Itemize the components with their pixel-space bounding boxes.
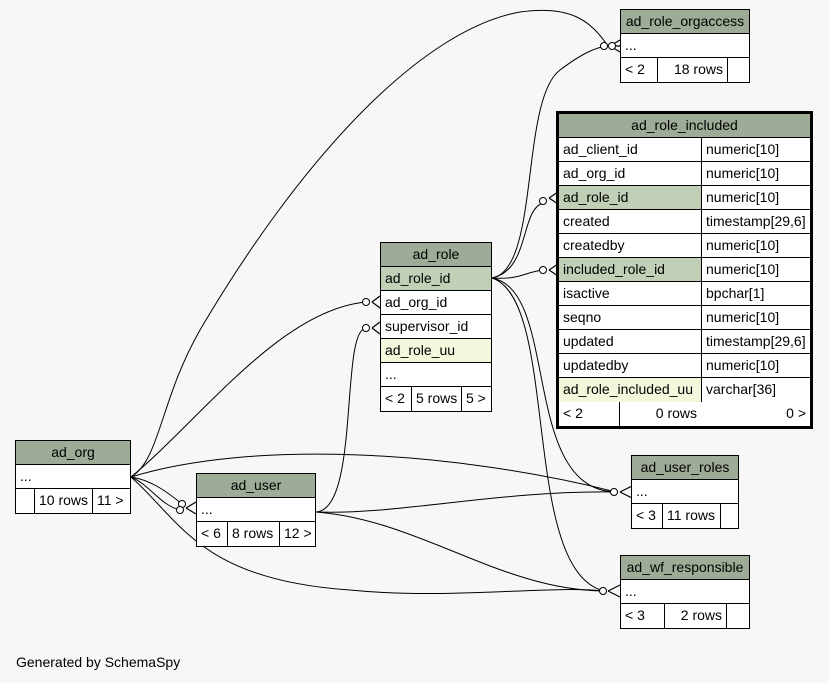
parents-link[interactable]: < 3: [636, 507, 656, 523]
column-type: numeric[10]: [701, 354, 810, 377]
children-link[interactable]: 0 >: [786, 405, 806, 421]
column-name: updatedby: [563, 357, 629, 373]
column-type: numeric[10]: [701, 306, 810, 329]
edge-role-wf: [491, 277, 605, 592]
parents-link[interactable]: < 2: [625, 61, 645, 77]
edge-org-role-orgaccess: [130, 9, 609, 478]
generated-by-label: Generated by SchemaSpy: [16, 654, 181, 670]
edge-role-orgaccess: [491, 45, 609, 279]
column-name: updated: [563, 333, 614, 349]
column-name: ad_role_included_uu: [559, 378, 701, 402]
table-ad-role-orgaccess[interactable]: ad_role_orgaccess ... < 2 18 rows: [620, 9, 750, 83]
column-name: seqno: [563, 309, 602, 325]
column-ellipsis: ...: [625, 583, 637, 599]
children-link[interactable]: [726, 604, 749, 628]
edge-org-user-2: [130, 476, 181, 511]
column-row: created timestamp[29,6]: [559, 210, 810, 234]
column-ad-role-uu: ad_role_uu: [385, 342, 456, 358]
column-name: ad_org_id: [563, 165, 626, 181]
column-type: numeric[10]: [701, 162, 810, 185]
column-ad-role-id: ad_role_id: [385, 270, 451, 286]
column-type: bpchar[1]: [701, 282, 810, 305]
table-ad-user[interactable]: ad_user ... < 6 8 rows 12 >: [196, 473, 316, 547]
row-count: 0 rows: [619, 402, 701, 426]
edge-user-role-supervisor: [315, 327, 367, 513]
edge-org-role: [130, 301, 367, 478]
column-type: numeric[10]: [701, 186, 810, 209]
parents-link[interactable]: < 6: [201, 525, 221, 541]
column-name: isactive: [563, 285, 610, 301]
table-title[interactable]: ad_role_included: [559, 114, 810, 138]
column-row: ad_org_id numeric[10]: [559, 162, 810, 186]
row-count: 18 rows: [657, 58, 727, 82]
children-link[interactable]: [727, 58, 749, 82]
column-name: created: [563, 213, 610, 229]
column-type: varchar[36]: [701, 378, 810, 402]
column-row: seqno numeric[10]: [559, 306, 810, 330]
column-name: ad_role_id: [559, 186, 701, 209]
children-link[interactable]: [720, 504, 738, 528]
column-name: ad_client_id: [563, 141, 638, 157]
column-type: timestamp[29,6]: [701, 210, 810, 233]
children-link[interactable]: 12 >: [279, 522, 315, 546]
edge-org-user-roles: [130, 453, 617, 493]
table-title[interactable]: ad_role: [381, 243, 491, 267]
row-count: 8 rows: [227, 522, 279, 546]
column-row: updated timestamp[29,6]: [559, 330, 810, 354]
column-name: included_role_id: [559, 258, 701, 281]
column-name: createdby: [563, 237, 625, 253]
edge-role-included-2: [491, 269, 544, 279]
column-ellipsis: ...: [20, 468, 32, 484]
row-count: 11 rows: [662, 504, 720, 528]
table-ad-org[interactable]: ad_org ... 10 rows 11 >: [15, 440, 131, 514]
table-title[interactable]: ad_role_orgaccess: [621, 10, 749, 34]
parents-link[interactable]: < 2: [563, 405, 583, 421]
column-row: createdby numeric[10]: [559, 234, 810, 258]
column-row: ad_client_id numeric[10]: [559, 138, 810, 162]
row-count: 5 rows: [411, 387, 461, 411]
row-count: 2 rows: [664, 604, 726, 628]
row-count: 10 rows: [34, 489, 92, 513]
column-type: numeric[10]: [701, 258, 810, 281]
table-title[interactable]: ad_org: [16, 441, 130, 465]
table-ad-user-roles[interactable]: ad_user_roles ... < 3 11 rows: [631, 455, 739, 529]
column-type: timestamp[29,6]: [701, 330, 810, 353]
edge-org-user: [130, 476, 183, 505]
edge-role-user-roles: [491, 277, 617, 493]
column-supervisor-id: supervisor_id: [385, 318, 469, 334]
edge-role-included-1: [491, 202, 544, 279]
children-link[interactable]: 11 >: [92, 489, 130, 513]
table-ad-role[interactable]: ad_role ad_role_id ad_org_id supervisor_…: [380, 242, 492, 412]
column-type: numeric[10]: [701, 234, 810, 257]
column-ad-org-id: ad_org_id: [385, 294, 448, 310]
column-type: numeric[10]: [701, 138, 810, 161]
children-link[interactable]: 5 >: [461, 387, 491, 411]
column-ellipsis: ...: [625, 37, 637, 53]
edge-user-user-roles: [315, 491, 617, 513]
edge-org-wf: [130, 476, 605, 595]
column-ellipsis: ...: [201, 501, 213, 517]
parents-link[interactable]: [16, 489, 34, 513]
column-row: updatedby numeric[10]: [559, 354, 810, 378]
column-ellipsis: ...: [385, 366, 397, 382]
parents-link[interactable]: < 3: [625, 607, 645, 623]
column-row: isactive bpchar[1]: [559, 282, 810, 306]
table-title[interactable]: ad_wf_responsible: [621, 556, 749, 580]
column-ellipsis: ...: [636, 483, 648, 499]
table-title[interactable]: ad_user: [197, 474, 315, 498]
table-title[interactable]: ad_user_roles: [632, 456, 738, 480]
table-ad-wf-responsible[interactable]: ad_wf_responsible ... < 3 2 rows: [620, 555, 750, 629]
edge-user-wf: [315, 511, 605, 592]
table-ad-role-included[interactable]: ad_role_included ad_client_id numeric[10]…: [556, 111, 813, 429]
parents-link[interactable]: < 2: [385, 390, 405, 406]
